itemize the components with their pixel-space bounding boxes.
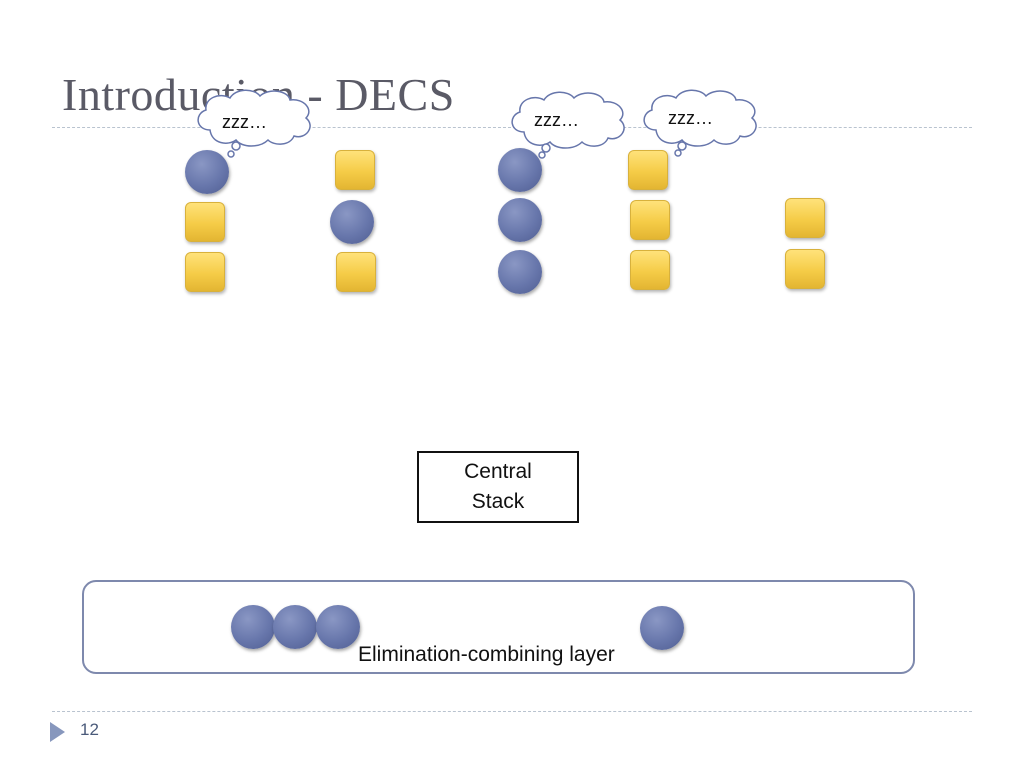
thread-ball [498,250,542,294]
thread-block [630,200,670,240]
layer-label: Elimination-combining layer [358,643,615,666]
thread-block [785,198,825,238]
thought-cloud-2: zzz… [511,91,625,159]
thread-block [785,249,825,289]
bullet-arrow-icon [50,722,65,742]
thought-cloud-3: zzz… [643,89,757,157]
cloud-3-text: zzz… [668,108,713,128]
thread-ball [330,200,374,244]
thread-ball [498,148,542,192]
thread-block [335,150,375,190]
footer-divider [52,711,972,712]
layer-ball [231,605,275,649]
thread-block [185,202,225,242]
cloud-1-text: zzz… [222,112,267,132]
thread-ball [498,198,542,242]
thread-block [336,252,376,292]
thread-block [630,250,670,290]
slide-number: 12 [80,720,99,739]
thread-block [185,252,225,292]
cloud-2-text: zzz… [534,110,579,130]
central-stack-line1: Central [464,460,532,483]
elimination-layer-box [82,580,915,674]
central-stack-line2: Stack [471,490,525,513]
thread-block [628,150,668,190]
thought-cloud-1: zzz… [197,89,311,158]
layer-ball [640,606,684,650]
layer-ball [273,605,317,649]
thread-ball [185,150,229,194]
title-divider [52,127,972,128]
central-stack-box: Central Stack [417,451,579,523]
layer-ball [316,605,360,649]
